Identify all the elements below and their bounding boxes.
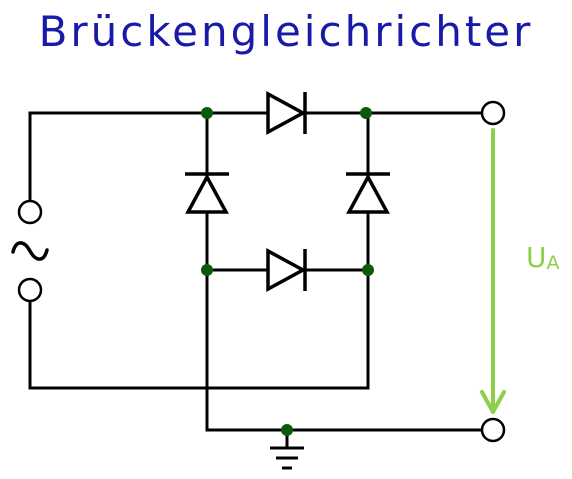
diode-right (346, 172, 390, 214)
junction-middle-right (362, 264, 374, 276)
junction-ground (281, 424, 293, 436)
wire-ac-bottom (28, 300, 370, 390)
diode-top (266, 91, 307, 135)
ground-symbol (270, 446, 304, 470)
junction-middle-left (201, 264, 213, 276)
terminal-ac-bottom (17, 277, 43, 303)
voltage-arrow (480, 128, 506, 414)
wires (28, 111, 483, 450)
terminal-output-top (480, 100, 506, 126)
junction-top-left (201, 107, 213, 119)
junction-top-right (360, 107, 372, 119)
diagram-title: Brückengleichrichter (39, 7, 534, 56)
terminal-output-bottom (480, 417, 506, 443)
ac-source-icon (11, 241, 49, 261)
junctions (201, 107, 374, 436)
voltage-subscript: A (547, 252, 560, 274)
diode-left (185, 172, 229, 214)
voltage-symbol: U (526, 241, 547, 274)
output-terminals (480, 100, 506, 443)
diode-middle (266, 248, 307, 292)
ac-terminals (17, 199, 43, 303)
terminal-ac-top (17, 199, 43, 225)
output-voltage-label: UA (526, 241, 560, 274)
wire-ac-top (28, 111, 209, 202)
